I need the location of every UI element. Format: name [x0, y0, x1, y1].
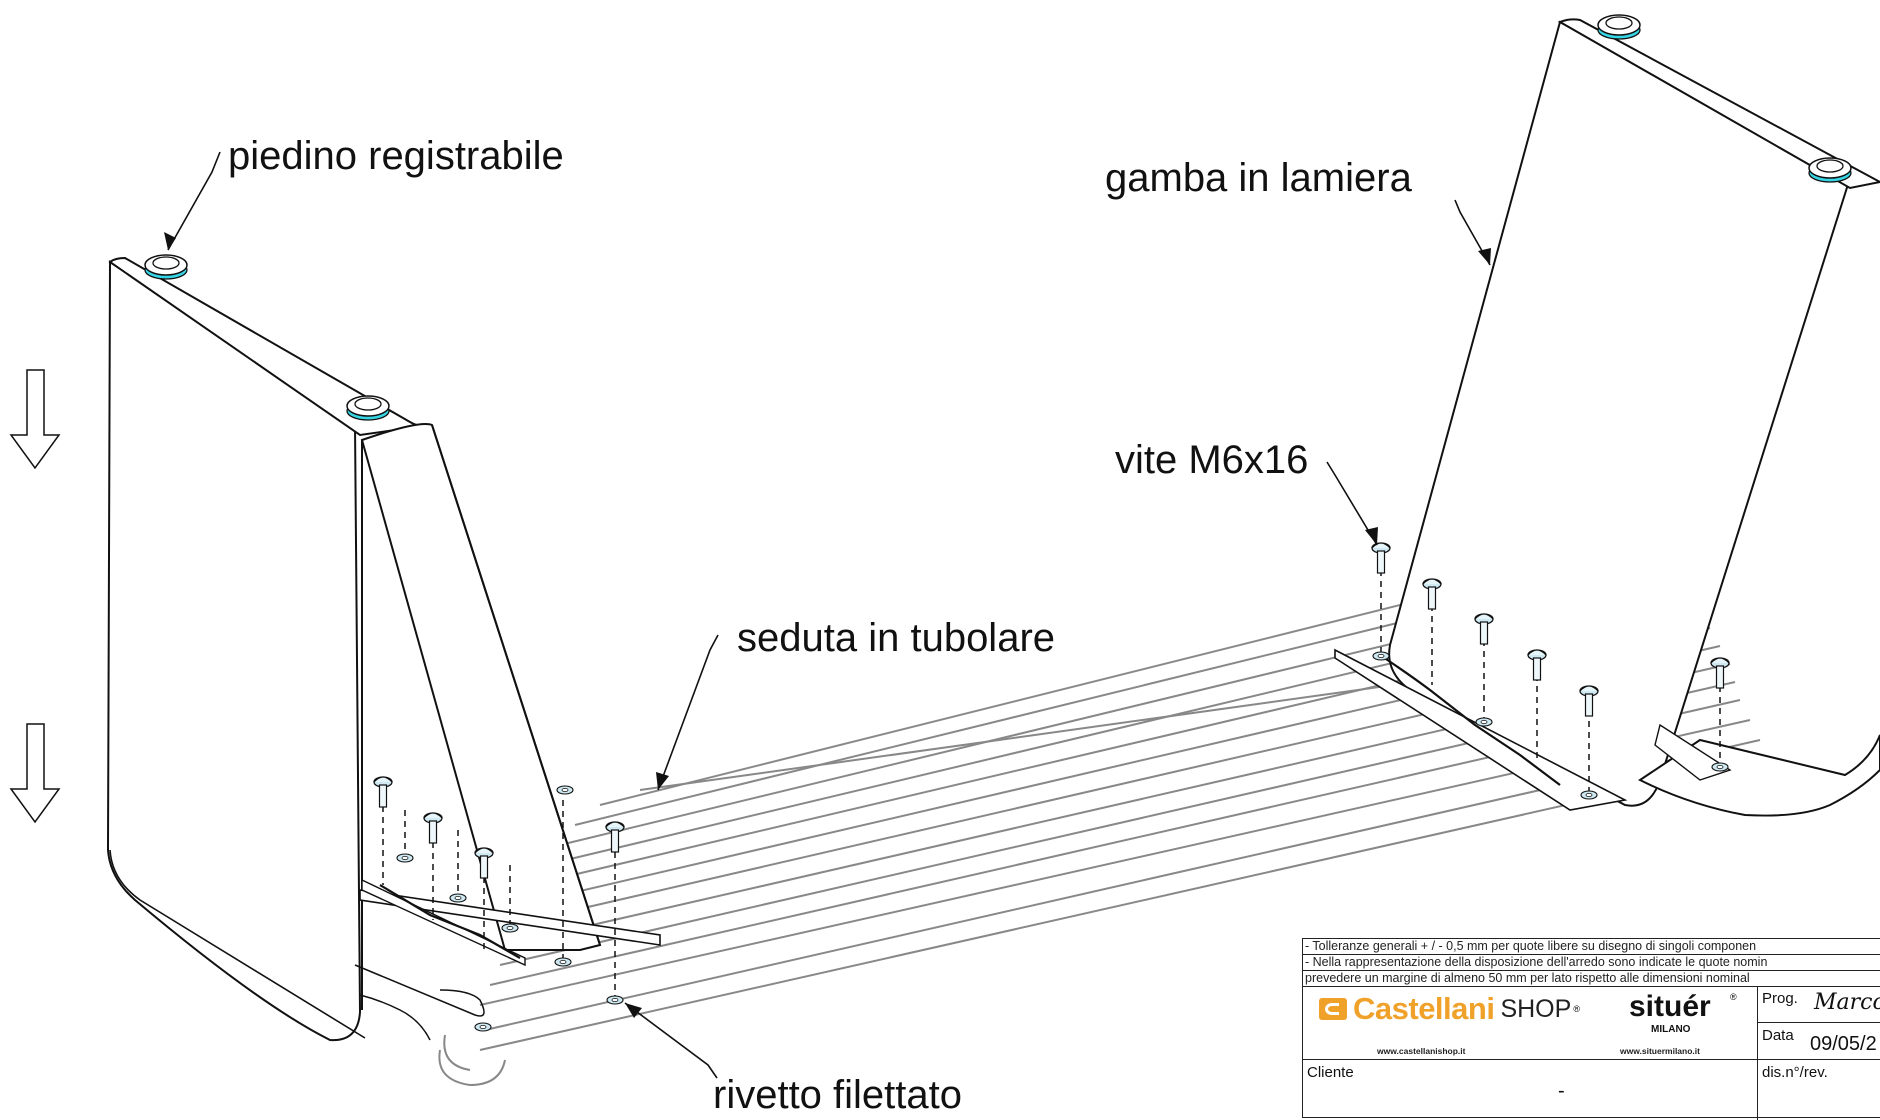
- cliente-cell: Cliente -: [1303, 1060, 1758, 1120]
- right-rivet-1: [1372, 651, 1390, 661]
- dis-rev-cell: dis.n°/rev.: [1758, 1060, 1880, 1120]
- down-arrow-bottom-icon: [9, 723, 61, 824]
- left-sheet-leg: [106, 256, 602, 1042]
- left-leg-foot-front: [346, 395, 390, 421]
- note-nominal-dimensions: - Nella rappresentazione della disposizi…: [1303, 955, 1880, 971]
- left-rivet-4: [554, 957, 572, 967]
- leader-arrowheads: [164, 232, 1491, 1018]
- logos-cell: Castellani SHOP ® www.castellanishop.it …: [1303, 986, 1758, 1060]
- left-screw-1: [373, 776, 393, 808]
- right-rivet-4: [1711, 762, 1729, 772]
- castellani-registered-mark: ®: [1573, 1004, 1580, 1014]
- label-threaded-rivet: rivetto filettato: [713, 1073, 963, 1117]
- note-tolerances: - Tolleranze generali + / - 0,5 mm per q…: [1303, 939, 1880, 955]
- note-margin: prevedere un margine di almeno 50 mm per…: [1303, 971, 1880, 987]
- title-block: - Tolleranze generali + / - 0,5 mm per q…: [1302, 938, 1880, 1120]
- left-rivet-5: [606, 995, 624, 1005]
- left-rivet-3: [501, 923, 519, 933]
- left-rivet-6: [556, 785, 574, 795]
- data-value: 09/05/2: [1810, 1033, 1877, 1055]
- left-screw-2: [423, 812, 443, 844]
- castellani-url: www.castellanishop.it: [1377, 1046, 1466, 1056]
- left-rivet-2: [449, 893, 467, 903]
- right-leg-foot-front: [1808, 157, 1852, 183]
- right-rivet-3: [1580, 790, 1598, 800]
- situer-brand: situér: [1629, 990, 1711, 1023]
- prog-signature: Marco: [1814, 990, 1880, 1015]
- right-rivet-2: [1475, 717, 1493, 727]
- castellani-logo: Castellani SHOP ®: [1319, 991, 1580, 1026]
- label-adjustable-foot: piedino registrabile: [228, 134, 564, 178]
- castellani-brand: Castellani: [1353, 991, 1495, 1026]
- castellani-logo-icon: [1319, 998, 1347, 1020]
- cliente-value: -: [1558, 1080, 1565, 1102]
- label-tube-seat: seduta in tubolare: [737, 616, 1056, 660]
- label-screw: vite M6x16: [1115, 438, 1309, 482]
- leader-lines: [167, 151, 1491, 1079]
- down-arrow-top-icon: [9, 369, 61, 470]
- left-rivet-1: [396, 853, 414, 863]
- left-leg-foot-rear: [144, 254, 188, 280]
- seat-rear-tube-end: [438, 1034, 506, 1087]
- left-rivet-7: [474, 1022, 492, 1032]
- dis-rev-label: dis.n°/rev.: [1762, 1064, 1828, 1081]
- label-sheet-leg: gamba in lamiera: [1105, 156, 1412, 200]
- situer-url: www.situermilano.it: [1620, 1046, 1700, 1056]
- right-sheet-leg: [1388, 18, 1880, 817]
- right-screw-1: [1371, 542, 1391, 574]
- right-leg-foot-rear: [1597, 14, 1641, 40]
- data-cell: Data 09/05/2: [1758, 1023, 1880, 1060]
- situer-city: MILANO: [1651, 1024, 1691, 1035]
- cliente-label: Cliente: [1307, 1064, 1354, 1081]
- prog-label: Prog.: [1762, 990, 1798, 1007]
- situer-registered-mark: ®: [1730, 992, 1737, 1002]
- right-fasteners: [1380, 570, 1721, 795]
- right-bracket-plate: [1334, 648, 1732, 811]
- data-label: Data: [1762, 1027, 1794, 1044]
- prog-cell: Prog. Marco: [1758, 986, 1880, 1023]
- castellani-shop: SHOP: [1500, 994, 1572, 1023]
